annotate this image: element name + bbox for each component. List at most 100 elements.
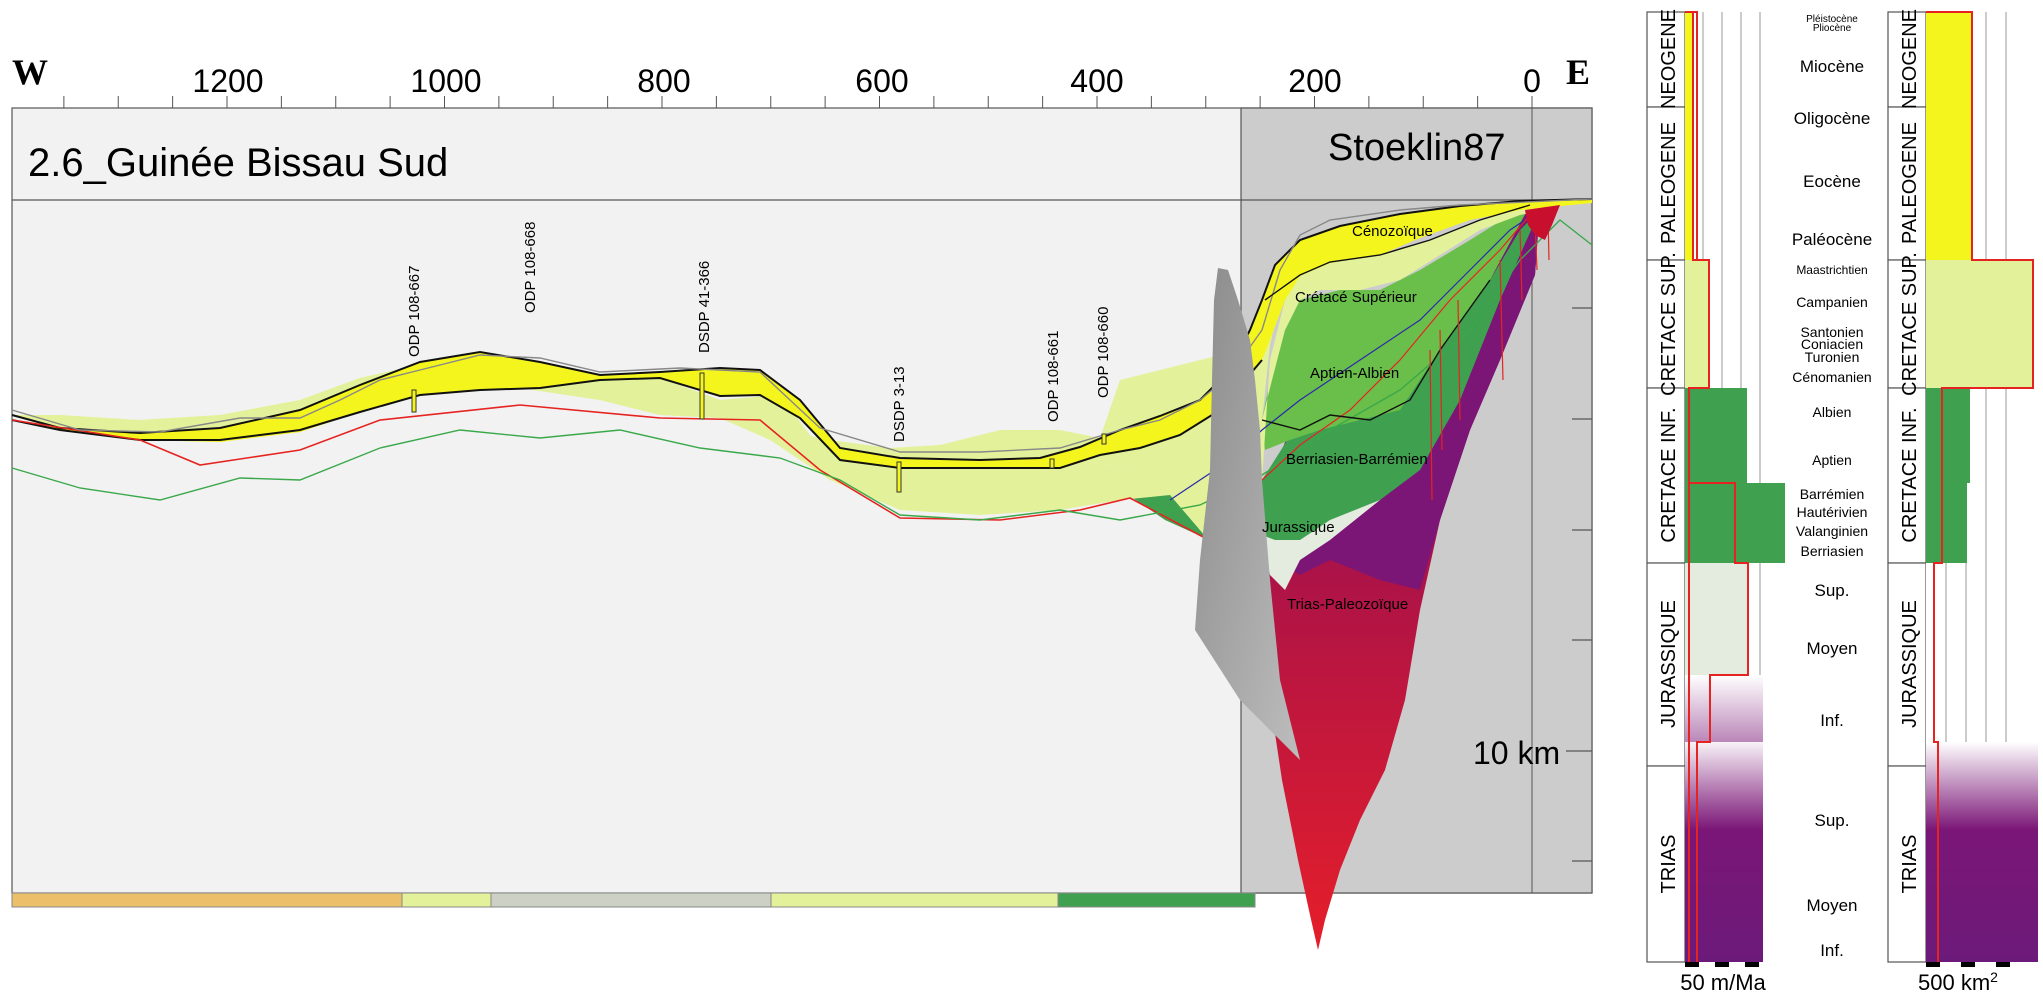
east-label: E <box>1566 52 1590 92</box>
distance-tick-label: 1000 <box>410 63 481 99</box>
period-label: CRETACE SUP. <box>1658 252 1680 396</box>
distance-tick-label: 1200 <box>192 63 263 99</box>
period-label: TRIAS <box>1658 835 1680 894</box>
area-bar <box>1926 260 2034 388</box>
unit-label: Trias-Paleozoïque <box>1287 596 1408 613</box>
bathymetry-line <box>11 198 1593 453</box>
stage-label: Turonien <box>1805 349 1860 365</box>
stage-label: Cénomanien <box>1792 369 1871 385</box>
well-marker <box>1049 458 1055 469</box>
stage-label: Paléocène <box>1792 230 1872 249</box>
well-odp-108-661: ODP 108-661 <box>1045 331 1062 469</box>
unit-aptien-albien <box>1262 205 1530 450</box>
unit-label: Berriasien-Barrémien <box>1286 451 1428 468</box>
well-marker <box>699 372 705 420</box>
well-marker <box>411 389 417 413</box>
wells: ODP 108-667 ODP 108-668 DSDP 41-366 DSDP… <box>406 222 1112 493</box>
unit-label: Cénozoïque <box>1352 223 1433 240</box>
sedimentation-rate-chart: 50 m/Ma <box>1680 11 1785 995</box>
distance-tick-label: 800 <box>637 63 690 99</box>
period-labels-right: NEOGENE PALEOGENE CRETACE SUP. CRETACE I… <box>1899 9 1921 893</box>
top-cenozoic-line <box>11 198 1593 462</box>
stage-label: Valanginien <box>1796 523 1868 539</box>
area-bar <box>1926 742 2038 962</box>
distance-tick-label: 0 <box>1523 63 1541 99</box>
period-label: CRETACE INF. <box>1899 407 1921 542</box>
stage-label: Berriasien <box>1800 543 1863 559</box>
well-marker <box>896 461 902 493</box>
well-label: ODP 108-667 <box>406 266 423 357</box>
area-bar <box>1926 483 1967 563</box>
fault-line <box>1261 214 1531 481</box>
period-label: NEOGENE <box>1658 9 1680 109</box>
rate-bar <box>1685 563 1749 675</box>
depth-ticks <box>1566 307 1592 862</box>
stage-label: Moyen <box>1806 639 1857 658</box>
stage-label: Oligocène <box>1794 109 1871 128</box>
period-label: PALEOGENE <box>1899 122 1921 244</box>
source-label: Stoeklin87 <box>1328 127 1505 169</box>
well-dsdp-3-13: DSDP 3-13 <box>891 366 908 493</box>
stage-label: Eocène <box>1803 172 1861 191</box>
distance-tick-label: 600 <box>855 63 908 99</box>
sediment-area-chart: 500 km2 <box>1918 11 2038 995</box>
stage-label: Santonien <box>1800 324 1863 340</box>
base-cenozoic-line <box>11 359 1263 469</box>
stage-label: Pliocène <box>1813 23 1852 34</box>
period-label: JURASSIQUE <box>1658 600 1680 728</box>
period-label: CRETACE SUP. <box>1899 252 1921 396</box>
stage-label: Miocène <box>1800 57 1864 76</box>
cross-section: 1200 1000 800 600 400 200 0 W E 2.6_Guin… <box>11 52 1593 950</box>
distance-tick-label: 200 <box>1288 63 1341 99</box>
period-label: CRETACE INF. <box>1658 407 1680 542</box>
well-odp-108-660: ODP 108-660 <box>1095 307 1112 445</box>
area-scale-label: 500 km2 <box>1918 969 1998 995</box>
scale-label: 10 km <box>1473 735 1560 771</box>
rate-bar <box>1685 388 1747 483</box>
well-marker <box>1101 433 1107 445</box>
stage-label: Sup. <box>1815 811 1850 830</box>
unit-label: Jurassique <box>1262 519 1335 536</box>
well-label: ODP 108-661 <box>1045 331 1062 422</box>
area-outline <box>1926 11 2034 962</box>
stage-label: Aptien <box>1812 452 1852 468</box>
unit-label: Crétacé Supérieur <box>1295 289 1417 306</box>
rate-bar <box>1685 260 1709 388</box>
well-label: ODP 108-660 <box>1095 307 1112 398</box>
unit-label: Aptien-Albien <box>1310 365 1399 382</box>
stage-label: Sup. <box>1815 581 1850 600</box>
shelf-basement-high <box>1525 205 1560 240</box>
well-label: DSDP 3-13 <box>891 366 908 442</box>
well-label: ODP 108-668 <box>522 222 539 313</box>
cenozoic-band <box>12 199 1592 468</box>
area-bar <box>1926 12 1972 260</box>
area-bar <box>1926 388 1970 483</box>
stratigraphy-panels: NEOGENE PALEOGENE CRETACE SUP. CRETACE I… <box>1646 9 2038 995</box>
geologic-layers <box>11 198 1593 950</box>
distance-tick-label: 400 <box>1070 63 1123 99</box>
stage-label: Inf. <box>1820 941 1844 960</box>
bottom-color-bar <box>11 892 1256 908</box>
salt-diapir <box>1195 268 1300 760</box>
unit-berriasien-barremien <box>1130 210 1540 540</box>
stage-labels: Pléistocène Pliocène Miocène Oligocène E… <box>1792 14 1872 960</box>
stage-label: Pléistocène <box>1806 14 1858 25</box>
period-label: PALEOGENE <box>1658 122 1680 244</box>
unit-labels: Cénozoïque Crétacé Supérieur Aptien-Albi… <box>1262 223 1433 613</box>
stage-label: Moyen <box>1806 896 1857 915</box>
period-labels-left: NEOGENE PALEOGENE CRETACE SUP. CRETACE I… <box>1658 9 1680 893</box>
fault-lines <box>1429 214 1550 501</box>
rate-outline <box>1685 11 1749 962</box>
stage-label: Inf. <box>1820 711 1844 730</box>
well-odp-108-667: ODP 108-667 <box>406 266 423 413</box>
well-odp-108-668: ODP 108-668 <box>522 222 539 313</box>
stage-label: Barrémien <box>1800 486 1865 502</box>
period-label: JURASSIQUE <box>1899 600 1921 728</box>
stage-label: Albien <box>1813 404 1852 420</box>
stage-label: Campanien <box>1796 294 1868 310</box>
stage-label: Hautérivien <box>1797 504 1868 520</box>
section-title: 2.6_Guinée Bissau Sud <box>28 141 448 185</box>
rate-bar <box>1685 12 1693 260</box>
unit-boundary-line <box>1264 204 1531 301</box>
period-label: NEOGENE <box>1899 9 1921 109</box>
